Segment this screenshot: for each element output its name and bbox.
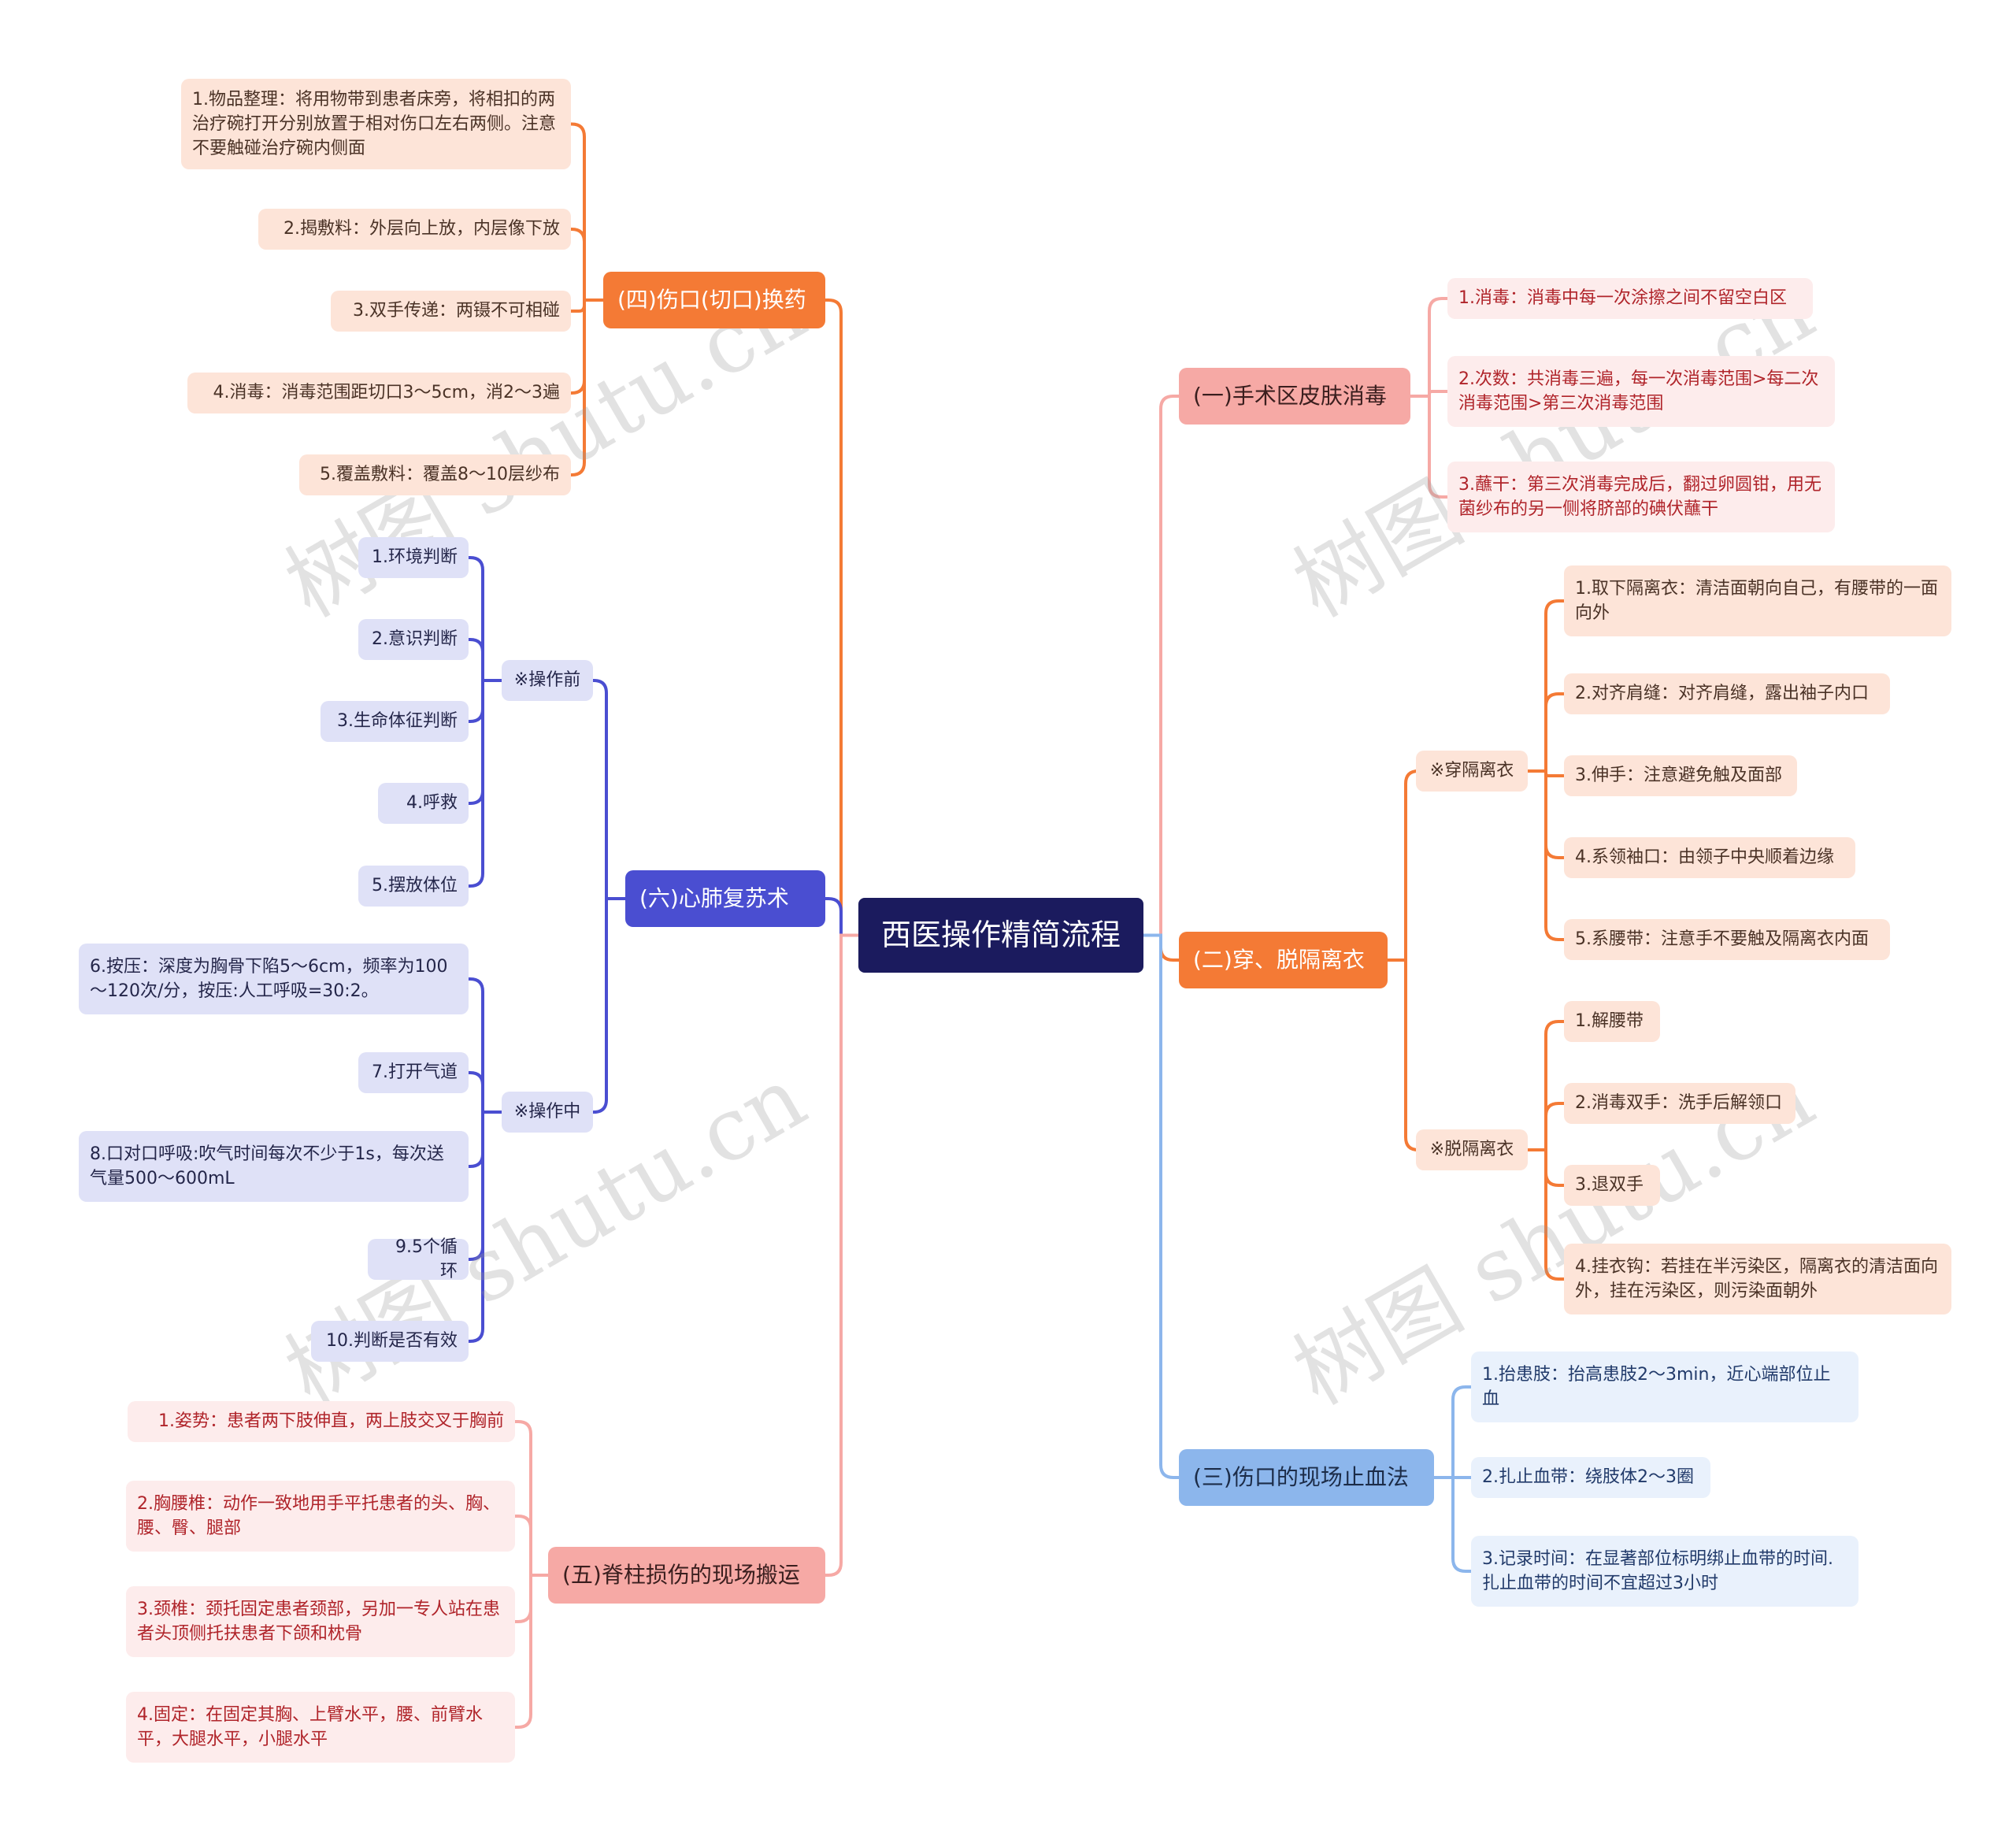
leaf-gown-on-5[interactable]: 5.系腰带：注意手不要触及隔离衣内面 [1564, 919, 1890, 960]
sub-cpr-before[interactable]: ※操作前 [502, 660, 593, 701]
leaf-gown-on-3[interactable]: 3.伸手：注意避免触及面部 [1564, 755, 1797, 796]
leaf-cpr-during-7[interactable]: 7.打开气道 [358, 1052, 469, 1093]
leaf-connector [1386, 769, 1419, 962]
sub-cpr-during[interactable]: ※操作中 [502, 1092, 593, 1133]
branch-skin-disinfection[interactable]: (一)手术区皮肤消毒 [1179, 368, 1410, 425]
leaf-bleeding-item-3[interactable]: 3.记录时间：在显著部位标明绑止血带的时间.扎止血带的时间不宜超过3小时 [1471, 1536, 1858, 1607]
branch-connector [824, 933, 860, 1577]
leaf-connector [1526, 1102, 1566, 1151]
leaf-connector [1409, 390, 1449, 398]
branch-connector [1142, 933, 1180, 1479]
branch-connector [824, 897, 860, 937]
leaf-connector [467, 679, 503, 723]
leaf-spine-item-4[interactable]: 4.固定：在固定其胸、上臂水平，腰、前臂水平，大腿水平，小腿水平 [126, 1692, 515, 1763]
leaf-wound-item-4[interactable]: 4.消毒：消毒范围距切口3～5cm，消2～3遍 [187, 373, 571, 413]
leaf-connector [467, 679, 503, 805]
leaf-connector [1386, 958, 1419, 1151]
leaf-cpr-during-5[interactable]: 5.摆放体位 [358, 866, 469, 907]
leaf-bleeding-item-2[interactable]: 2.扎止血带：绕肢体2～3圈 [1471, 1457, 1710, 1498]
branch-connector [1142, 395, 1180, 937]
leaf-gown-on-4[interactable]: 4.系领袖口：由领子中央顺着边缘 [1564, 837, 1855, 878]
sub-gown-take-off[interactable]: ※脱隔离衣 [1416, 1129, 1528, 1170]
leaf-connector [513, 1515, 550, 1577]
sub-gown-put-on[interactable]: ※穿隔离衣 [1416, 751, 1528, 792]
leaf-connector [1432, 1385, 1473, 1479]
leaf-skin-item-2[interactable]: 2.次数：共消毒三遍，每一次消毒范围>每二次消毒范围>第三次消毒范围 [1447, 356, 1835, 427]
leaf-gown-on-1[interactable]: 1.取下隔离衣：清洁面朝向自己，有腰带的一面向外 [1564, 565, 1951, 636]
leaf-connector [569, 298, 605, 476]
leaf-gown-off-4[interactable]: 4.挂衣钩：若挂在半污染区，隔离衣的清洁面向外，挂在污染区，则污染面朝外 [1564, 1244, 1951, 1314]
leaf-connector [513, 1574, 550, 1729]
leaf-connector [1526, 769, 1566, 941]
leaf-spine-item-1[interactable]: 1.姿势：患者两下肢伸直，两上肢交叉于胸前 [128, 1401, 515, 1442]
leaf-skin-item-3[interactable]: 3.蘸干：第三次消毒完成后，翻过卵圆钳，用无菌纱布的另一侧将脐部的碘伏蘸干 [1447, 462, 1835, 532]
leaf-gown-off-1[interactable]: 1.解腰带 [1564, 1001, 1660, 1042]
leaf-connector [569, 298, 605, 313]
leaf-gown-off-2[interactable]: 2.消毒双手：洗手后解领口 [1564, 1083, 1796, 1124]
leaf-connector [467, 1071, 503, 1114]
leaf-connector [1526, 1148, 1566, 1281]
leaf-connector [1409, 395, 1449, 499]
leaf-wound-item-2[interactable]: 2.揭敷料：外层向上放，内层像下放 [258, 209, 571, 250]
leaf-gown-on-2[interactable]: 2.对齐肩缝：对齐肩缝，露出袖子内口 [1564, 673, 1890, 714]
branch-wound-dressing[interactable]: (四)伤口(切口)换药 [603, 272, 825, 328]
leaf-connector [1432, 1476, 1473, 1573]
leaf-spine-item-2[interactable]: 2.胸腰椎：动作一致地用手平托患者的头、胸、腰、臀、腿部 [126, 1481, 515, 1552]
leaf-connector [591, 897, 627, 1114]
leaf-bleeding-item-1[interactable]: 1.抬患肢：抬高患肢2～3min，近心端部位止血 [1471, 1352, 1858, 1422]
leaf-connector [467, 638, 503, 682]
leaf-wound-item-3[interactable]: 3.双手传递：两镊不可相碰 [331, 291, 571, 332]
leaf-connector [467, 1111, 503, 1343]
leaf-gown-off-3[interactable]: 3.退双手 [1564, 1165, 1660, 1206]
branch-bleeding[interactable]: (三)伤口的现场止血法 [1179, 1449, 1434, 1506]
leaf-connector [467, 556, 503, 682]
leaf-cpr-before-1[interactable]: 1.环境判断 [358, 537, 469, 578]
leaf-connector [1409, 297, 1449, 398]
root-topic[interactable]: 西医操作精简流程 [858, 898, 1143, 973]
branch-connector [824, 298, 860, 937]
leaf-cpr-during-10[interactable]: 10.判断是否有效 [311, 1321, 469, 1362]
leaf-connector [1526, 599, 1566, 773]
leaf-cpr-during-9[interactable]: 9.5个循环 [368, 1237, 469, 1281]
leaf-connector [1526, 692, 1566, 773]
branch-cpr[interactable]: (六)心肺复苏术 [625, 870, 825, 927]
branch-spine[interactable]: (五)脊柱损伤的现场搬运 [548, 1547, 825, 1604]
leaf-wound-item-1[interactable]: 1.物品整理：将用物带到患者床旁，将相扣的两治疗碗打开分别放置于相对伤口左右两侧… [181, 79, 571, 169]
leaf-connector [569, 228, 605, 302]
leaf-cpr-before-2[interactable]: 2.意识判断 [358, 619, 469, 660]
leaf-cpr-during-8[interactable]: 8.口对口呼吸:吹气时间每次不少于1s，每次送气量500～600mL [79, 1131, 469, 1202]
leaf-connector [591, 679, 627, 900]
leaf-connector [1526, 1020, 1566, 1151]
leaf-spine-item-3[interactable]: 3.颈椎：颈托固定患者颈部，另加一专人站在患者头顶侧托扶患者下颌和枕骨 [126, 1586, 515, 1657]
leaf-wound-item-5[interactable]: 5.覆盖敷料：覆盖8～10层纱布 [299, 454, 571, 495]
leaf-cpr-before-4[interactable]: 4.呼救 [378, 783, 469, 824]
branch-gown[interactable]: (二)穿、脱隔离衣 [1179, 932, 1388, 988]
leaf-cpr-before-3[interactable]: 3.生命体征判断 [321, 701, 469, 742]
leaf-connector [569, 122, 605, 302]
leaf-connector [513, 1420, 550, 1577]
leaf-connector [467, 977, 503, 1114]
leaf-connector [467, 1111, 503, 1168]
leaf-cpr-during-6[interactable]: 6.按压：深度为胸骨下陷5～6cm，频率为100～120次/分，按压:人工呼吸=… [79, 944, 469, 1014]
leaf-connector [467, 679, 503, 888]
leaf-skin-item-1[interactable]: 1.消毒：消毒中每一次涂擦之间不留空白区 [1447, 278, 1813, 319]
